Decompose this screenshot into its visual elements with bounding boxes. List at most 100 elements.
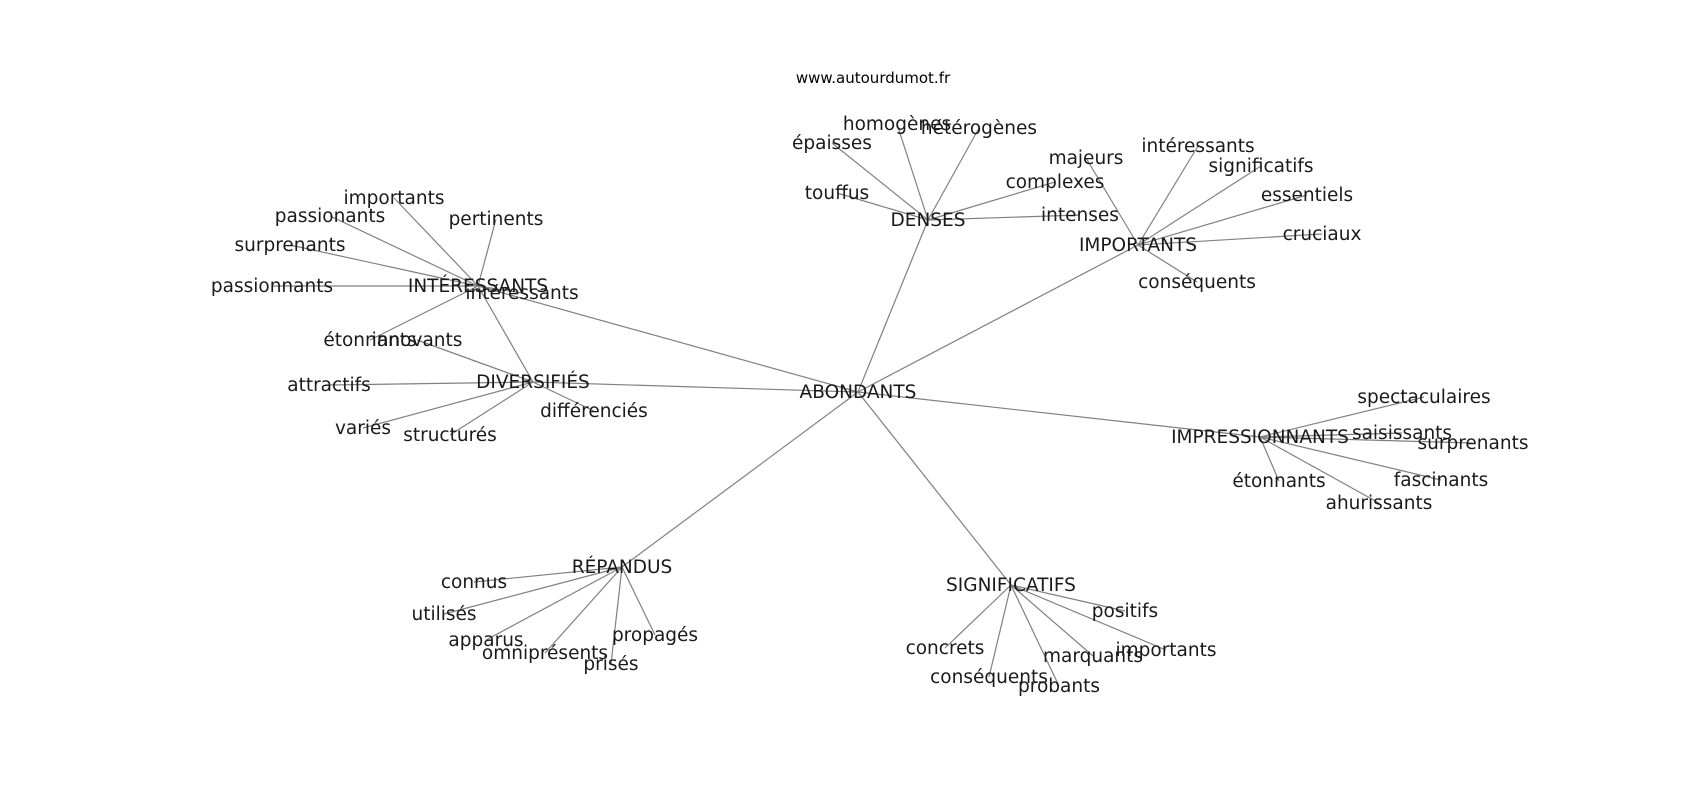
source-label: www.autourdumot.fr bbox=[796, 69, 951, 87]
edge-hub-word bbox=[1259, 396, 1425, 438]
word-node-label: fascinants bbox=[1394, 470, 1488, 491]
word-node-label: passionants bbox=[275, 206, 386, 227]
edge-center-hub bbox=[532, 381, 859, 393]
edge-hub-word bbox=[1137, 244, 1198, 283]
word-node-label: variés bbox=[335, 418, 391, 439]
edge-hub-word bbox=[477, 218, 497, 287]
edge-hub-word bbox=[393, 197, 479, 287]
word-node-label: saisissants bbox=[1352, 423, 1452, 444]
edge-hub-word bbox=[1137, 194, 1308, 246]
word-node-label: importants bbox=[343, 188, 444, 209]
center-node-label: ABONDANTS bbox=[800, 382, 917, 403]
word-node-label: majeurs bbox=[1049, 148, 1124, 169]
edge-hub-word bbox=[1259, 436, 1380, 504]
word-node-label: essentiels bbox=[1261, 185, 1353, 206]
word-node-label: intéressants bbox=[465, 283, 578, 304]
edge-hub-word bbox=[1259, 432, 1403, 438]
edge-hub-hub bbox=[477, 285, 534, 383]
word-node-label: significatifs bbox=[1208, 156, 1313, 177]
edge-hub-word bbox=[443, 566, 623, 615]
word-node-label: hétérogènes bbox=[921, 118, 1037, 139]
word-node-label: omniprésents bbox=[482, 643, 608, 664]
word-node-label: spectaculaires bbox=[1357, 387, 1490, 408]
word-node-label: marquants bbox=[1043, 646, 1143, 667]
hub-node-label: IMPORTANTS bbox=[1079, 235, 1197, 256]
edge-hub-word bbox=[927, 127, 980, 221]
word-node-label: étonnants bbox=[323, 330, 416, 351]
edge-hub-word bbox=[836, 192, 929, 221]
word-node-label: innovants bbox=[372, 330, 463, 351]
edge-hub-word bbox=[831, 142, 929, 221]
word-node-label: utilisés bbox=[411, 604, 476, 625]
edge-hub-word bbox=[473, 566, 623, 583]
edge-hub-word bbox=[1010, 584, 1060, 687]
word-node-label: apparus bbox=[448, 630, 523, 651]
word-node-label: probants bbox=[1018, 676, 1100, 697]
word-node-label: touffus bbox=[805, 183, 869, 204]
word-node-label: passionnants bbox=[211, 276, 333, 297]
edge-hub-word bbox=[1259, 436, 1280, 482]
edge-hub-word bbox=[1259, 436, 1474, 444]
edge-hub-word bbox=[1010, 584, 1094, 657]
word-node-label: structurés bbox=[403, 425, 497, 446]
word-node-label: intenses bbox=[1041, 205, 1119, 226]
edge-center-hub bbox=[857, 391, 1261, 438]
word-node-label: différenciés bbox=[540, 401, 648, 422]
word-node-label: épaisses bbox=[792, 133, 872, 154]
edge-hub-word bbox=[927, 181, 1056, 221]
word-node-label: pertinents bbox=[449, 209, 544, 230]
graph-labels: ABONDANTSINTÉRESSANTSimportantspassionan… bbox=[211, 114, 1529, 697]
hub-node-label: DENSES bbox=[891, 210, 966, 231]
edge-hub-word bbox=[988, 584, 1012, 678]
edge-hub-word bbox=[416, 339, 534, 383]
hub-node-label: RÉPANDUS bbox=[572, 556, 673, 578]
edge-center-hub bbox=[857, 391, 1012, 586]
edge-hub-word bbox=[896, 123, 929, 221]
word-node-label: conséquents bbox=[1138, 272, 1256, 293]
hub-node-label: INTÉRESSANTS bbox=[408, 275, 548, 297]
word-node-label: ahurissants bbox=[1326, 493, 1433, 514]
edge-hub-word bbox=[544, 566, 623, 654]
word-node-label: étonnants bbox=[1232, 471, 1325, 492]
word-node-label: homogènes bbox=[843, 114, 951, 135]
word-node-label: connus bbox=[441, 572, 507, 593]
edge-hub-word bbox=[1137, 145, 1199, 246]
word-node-label: positifs bbox=[1092, 601, 1158, 622]
edge-hub-word bbox=[944, 584, 1012, 649]
word-node-label: importants bbox=[1115, 640, 1216, 661]
word-node-label: concrets bbox=[906, 638, 985, 659]
edge-center-hub bbox=[621, 391, 859, 568]
word-node-label: cruciaux bbox=[1283, 224, 1362, 245]
word-node-label: surprenants bbox=[1418, 433, 1529, 454]
graph-edges bbox=[272, 123, 1474, 687]
word-node-label: conséquents bbox=[930, 667, 1048, 688]
edge-hub-word bbox=[1010, 584, 1167, 651]
word-node-label: surprenants bbox=[235, 235, 346, 256]
edge-center-hub bbox=[477, 285, 859, 393]
edge-hub-word bbox=[621, 566, 656, 636]
edge-hub-word bbox=[289, 244, 479, 287]
edge-center-hub bbox=[857, 244, 1139, 393]
edge-hub-word bbox=[1259, 436, 1442, 481]
edge-hub-word bbox=[532, 381, 595, 412]
edge-hub-word bbox=[485, 566, 623, 641]
hub-node-label: DIVERSIFIÉS bbox=[476, 371, 590, 393]
edge-hub-word bbox=[477, 285, 523, 294]
edge-hub-word bbox=[1137, 233, 1323, 246]
edge-hub-word bbox=[362, 381, 534, 429]
edge-hub-word bbox=[1137, 165, 1262, 246]
edge-hub-word bbox=[329, 215, 479, 287]
word-node-label: prisés bbox=[583, 654, 638, 675]
edge-hub-word bbox=[610, 566, 623, 665]
word-node-label: intéressants bbox=[1141, 136, 1254, 157]
edge-hub-word bbox=[369, 285, 479, 341]
edge-hub-word bbox=[328, 381, 534, 386]
edge-hub-word bbox=[1085, 157, 1139, 246]
word-node-label: complexes bbox=[1006, 172, 1105, 193]
edge-center-hub bbox=[857, 219, 929, 393]
edge-hub-word bbox=[927, 214, 1081, 221]
word-node-label: attractifs bbox=[287, 375, 371, 396]
word-node-label: propagés bbox=[612, 625, 698, 646]
edge-hub-word bbox=[449, 381, 534, 436]
